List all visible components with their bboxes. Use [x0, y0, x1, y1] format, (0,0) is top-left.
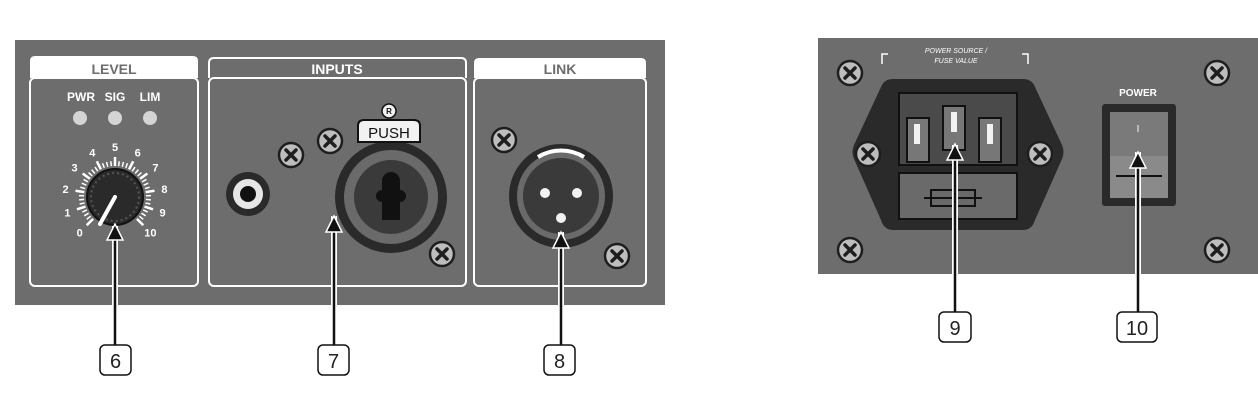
dial-tick: [141, 212, 147, 217]
callout-7: 7: [317, 214, 350, 376]
dial-tick: [144, 186, 150, 190]
dial-tick: [88, 172, 93, 177]
dial-tick: [138, 215, 144, 220]
dial-scale-label: 2: [63, 184, 69, 196]
dial-tick: [127, 160, 135, 170]
dial-tick: [143, 182, 149, 186]
dial-tick: [80, 186, 86, 190]
dial-tick: [110, 161, 113, 167]
dial-tick: [83, 212, 89, 217]
led-label-lim: LIM: [140, 90, 161, 104]
pwr-led-icon: [73, 111, 87, 125]
dial-tick: [145, 202, 151, 205]
level-title: LEVEL: [91, 61, 137, 77]
dial-tick: [101, 162, 105, 169]
dial-tick: [86, 215, 92, 220]
dial-tick: [75, 189, 85, 194]
screw-icon: [490, 126, 518, 154]
switch-on-mark: I: [1137, 124, 1140, 135]
dial-tick: [94, 166, 99, 172]
screw-icon: [428, 240, 456, 268]
callout-7-number: 7: [328, 351, 339, 373]
dial-tick: [144, 205, 154, 211]
callout-10-number: 10: [1126, 318, 1148, 340]
dial-tick: [121, 161, 125, 168]
dial-tick: [95, 160, 103, 170]
dial-tick: [76, 205, 86, 211]
link-title: LINK: [544, 61, 577, 77]
callout-10: 10: [1116, 150, 1158, 343]
dial-tick: [141, 178, 147, 183]
dial-scale-label: 0: [77, 227, 83, 239]
dial-tick: [79, 202, 85, 205]
screw-icon: [316, 127, 344, 155]
callout-6-number: 6: [110, 351, 121, 373]
callout-6: 6: [99, 222, 132, 376]
rca-jack-icon[interactable]: [226, 172, 270, 216]
dial-tick: [137, 172, 142, 177]
dial-tick: [81, 209, 88, 213]
dial-scale-label: 9: [159, 207, 165, 219]
inputs-title: INPUTS: [311, 61, 362, 77]
dial-scale-label: 1: [64, 207, 70, 219]
callout-9: 9: [938, 142, 972, 343]
dial-tick: [134, 169, 139, 174]
level-dial-scale: 01 234 5 678 910: [63, 142, 168, 239]
dial-tick: [125, 162, 129, 169]
sig-led-icon: [108, 111, 122, 125]
dial-scale-label: 7: [152, 163, 158, 175]
dial-scale-label: 3: [71, 163, 77, 175]
screw-icon: [277, 141, 305, 169]
lim-led-icon: [143, 111, 157, 125]
screw-icon: [1203, 236, 1231, 264]
dial-tick: [142, 209, 149, 213]
dial-tick: [145, 189, 155, 194]
power-switch-label: POWER: [1119, 88, 1158, 99]
screw-icon: [1203, 59, 1231, 87]
inputs-section: INPUTS R PUSH: [208, 57, 467, 287]
dial-scale-label: 8: [161, 184, 167, 196]
screw-icon: [836, 236, 864, 264]
led-label-pwr: PWR: [67, 90, 95, 104]
power-source-label: POWER SOURCE / FUSE VALUE: [881, 48, 1029, 65]
screw-icon: [1026, 140, 1054, 168]
led-label-sig: SIG: [105, 90, 126, 104]
screw-icon: [854, 140, 882, 168]
dial-tick: [139, 172, 149, 180]
callout-9-number: 9: [949, 318, 960, 340]
level-knob[interactable]: [86, 168, 144, 226]
dial-tick: [131, 166, 136, 172]
push-label: PUSH: [368, 125, 410, 142]
combo-jack-icon[interactable]: R PUSH: [335, 103, 447, 253]
screw-icon: [603, 242, 631, 270]
power-source-line1: POWER SOURCE /: [925, 48, 988, 55]
screw-icon: [836, 59, 864, 87]
dial-tick: [81, 182, 87, 186]
dial-tick: [91, 169, 96, 174]
dial-tick: [105, 161, 109, 168]
dial-tick: [81, 172, 91, 180]
xlr-connector-icon[interactable]: [509, 144, 613, 248]
level-section: LEVEL PWR SIG LIM 01 234 5 678 910: [29, 56, 199, 287]
dial-scale-label: 5: [112, 142, 118, 154]
dial-scale-label: 4: [89, 147, 96, 159]
dial-tick: [117, 161, 120, 167]
dial-scale-label: 6: [135, 147, 141, 159]
dial-tick: [83, 178, 89, 183]
push-release-icon: [381, 103, 397, 119]
link-section: LINK: [473, 58, 647, 287]
svg-text:R: R: [386, 107, 392, 116]
dial-tick: [85, 218, 94, 227]
callout-8-number: 8: [554, 351, 565, 373]
callout-8: 8: [543, 230, 576, 376]
dial-scale-label: 10: [144, 227, 156, 239]
callouts: 6 7 8 9: [99, 142, 1158, 376]
dial-tick: [136, 218, 145, 227]
power-source-line2: FUSE VALUE: [934, 58, 978, 65]
